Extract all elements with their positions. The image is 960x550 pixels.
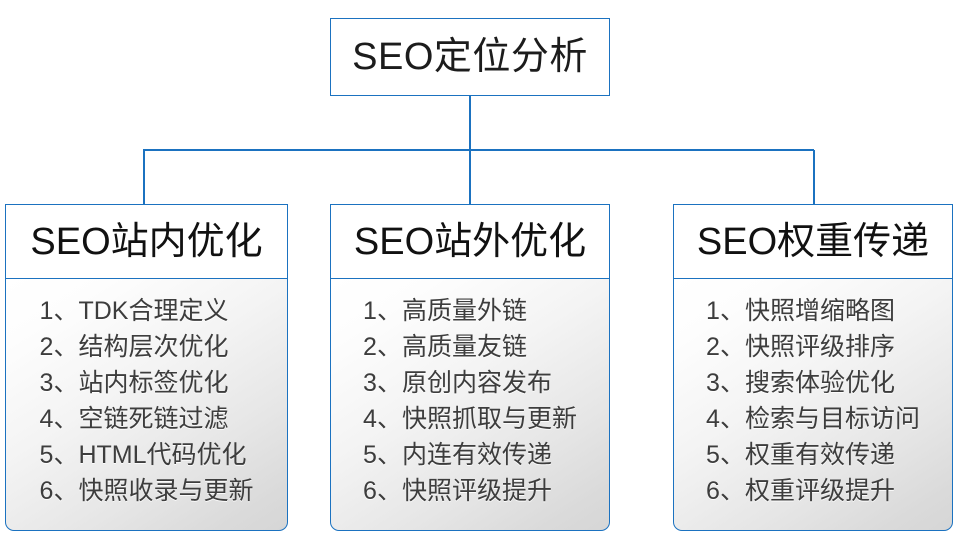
list-item: 1、高质量外链 [363, 297, 527, 326]
branch-column-3: SEO权重传递 1、快照增缩略图 2、快照评级排序 3、搜索体验优化 4、检索与… [673, 204, 953, 532]
column-3-header-title: SEO权重传递 [696, 221, 930, 263]
list-item: 3、搜索体验优化 [706, 369, 895, 398]
connector-drop-column-2 [469, 150, 471, 204]
list-item: 5、内连有效传递 [363, 441, 552, 470]
list-item: 2、结构层次优化 [39, 333, 229, 362]
root-node: SEO定位分析 [330, 18, 610, 96]
column-3-header: SEO权重传递 [673, 204, 953, 280]
list-item: 3、站内标签优化 [39, 369, 229, 398]
list-item: 1、快照增缩略图 [706, 297, 895, 326]
list-item: 2、快照评级排序 [706, 333, 895, 362]
list-item: 6、快照收录与更新 [39, 477, 254, 506]
connector-drop-column-1 [143, 150, 145, 204]
column-3-item-list: 1、快照增缩略图 2、快照评级排序 3、搜索体验优化 4、检索与目标访问 5、权… [706, 293, 920, 509]
column-1-body: 1、TDK合理定义 2、结构层次优化 3、站内标签优化 4、空链死链过滤 5、H… [5, 278, 288, 532]
list-item: 5、权重有效传递 [706, 441, 895, 470]
column-2-item-list: 1、高质量外链 2、高质量友链 3、原创内容发布 4、快照抓取与更新 5、内连有… [363, 293, 577, 509]
list-item: 6、权重评级提升 [706, 477, 895, 506]
list-item: 1、TDK合理定义 [39, 297, 229, 326]
list-item: 4、快照抓取与更新 [363, 405, 577, 434]
root-node-title: SEO定位分析 [352, 36, 588, 78]
column-2-header: SEO站外优化 [330, 204, 610, 280]
connector-horizontal-bus [143, 149, 814, 151]
list-item: 4、检索与目标访问 [706, 405, 920, 434]
column-2-header-title: SEO站外优化 [353, 221, 587, 263]
column-2-body: 1、高质量外链 2、高质量友链 3、原创内容发布 4、快照抓取与更新 5、内连有… [330, 278, 610, 532]
connector-drop-column-3 [813, 150, 815, 204]
branch-column-1: SEO站内优化 1、TDK合理定义 2、结构层次优化 3、站内标签优化 4、空链… [5, 204, 288, 532]
column-1-item-list: 1、TDK合理定义 2、结构层次优化 3、站内标签优化 4、空链死链过滤 5、H… [40, 293, 254, 509]
column-1-header: SEO站内优化 [5, 204, 288, 280]
list-item: 3、原创内容发布 [363, 369, 552, 398]
column-3-body: 1、快照增缩略图 2、快照评级排序 3、搜索体验优化 4、检索与目标访问 5、权… [673, 278, 953, 532]
connector-root-stem [469, 96, 471, 150]
list-item: 2、高质量友链 [363, 333, 527, 362]
branch-column-2: SEO站外优化 1、高质量外链 2、高质量友链 3、原创内容发布 4、快照抓取与… [330, 204, 610, 532]
list-item: 6、快照评级提升 [363, 477, 552, 506]
column-1-header-title: SEO站内优化 [30, 221, 263, 263]
list-item: 4、空链死链过滤 [39, 405, 229, 434]
list-item: 5、HTML代码优化 [39, 441, 247, 470]
